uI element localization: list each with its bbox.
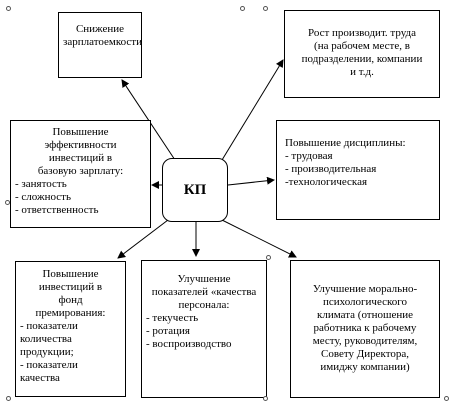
box-line: - показатели: [20, 320, 78, 332]
box-line: - занятость: [15, 178, 67, 190]
box-line: -технологическая: [285, 176, 368, 188]
box-discipline-improvement: Повышение дисциплины: - трудовая - произ…: [276, 120, 440, 220]
box-base-salary-efficiency: Повышение эффективности инвестиций в баз…: [10, 120, 151, 228]
box-line: Улучшение морально-: [312, 283, 418, 295]
selection-handle[interactable]: [263, 6, 268, 11]
box-line: работника к рабочему: [313, 322, 417, 334]
center-label: КП: [183, 181, 207, 198]
box-line: инвестиций в: [38, 281, 103, 293]
box-line: - сложность: [15, 191, 71, 203]
box-line: - производительная: [285, 163, 377, 175]
arrow-to-bottom-right: [221, 219, 297, 258]
box-line: климата (отношение: [317, 309, 413, 321]
arrow-to-mid-right: [227, 176, 275, 186]
box-line: инвестиций в: [48, 152, 113, 164]
box-line: подразделении, компании: [301, 53, 423, 65]
box-salary-intensity: Снижение зарплатоемкости: [58, 12, 142, 78]
selection-handle[interactable]: [6, 396, 11, 401]
box-line: премирования:: [35, 307, 106, 319]
box-line: продукции;: [20, 346, 74, 358]
box-line: имиджу компании): [320, 361, 410, 373]
selection-handle[interactable]: [444, 396, 449, 401]
box-line: количества: [20, 333, 72, 345]
box-line: Повышение: [52, 126, 109, 138]
arrow-to-top-right: [221, 59, 284, 161]
box-line: психологического: [322, 296, 408, 308]
box-bonus-fund-investment: Повышение инвестиций в фонд премирования…: [15, 261, 126, 397]
box-line: Рост производит. труда: [307, 27, 417, 39]
selection-handle[interactable]: [5, 200, 10, 205]
selection-handle[interactable]: [263, 396, 268, 401]
box-line: качества: [20, 372, 60, 384]
box-line: зарплатоемкости: [63, 36, 142, 48]
box-line: Улучшение: [177, 273, 231, 285]
box-line: - воспроизводство: [146, 338, 232, 350]
box-line: базовую зарплату:: [37, 165, 124, 177]
center-node-kp: КП: [162, 158, 228, 222]
box-line: фонд: [58, 294, 83, 306]
selection-handle[interactable]: [266, 255, 271, 260]
selection-handle[interactable]: [240, 6, 245, 11]
box-line: Совету Директора,: [320, 348, 410, 360]
box-line: - ответственность: [15, 204, 99, 216]
box-line: Снижение: [75, 23, 125, 35]
box-line: персонала:: [178, 299, 230, 311]
box-line: - ротация: [146, 325, 190, 337]
box-personnel-quality: Улучшение показателей «качества персонал…: [141, 260, 267, 398]
box-line: Повышение: [42, 268, 99, 280]
selection-handle[interactable]: [6, 6, 11, 11]
box-line: - текучесть: [146, 312, 199, 324]
box-productivity-growth: Рост производит. труда (на рабочем месте…: [284, 10, 440, 98]
box-line: - трудовая: [285, 150, 333, 162]
box-line: Повышение дисциплины:: [285, 137, 406, 149]
box-moral-climate: Улучшение морально- психологического кли…: [290, 260, 440, 398]
box-line: и т.д.: [350, 66, 374, 78]
arrow-to-bottom-left: [117, 219, 169, 259]
box-line: показателей «качества: [151, 286, 257, 298]
box-line: эффективности: [44, 139, 117, 151]
box-line: месту, руководителям,: [312, 335, 418, 347]
box-line: - показатели: [20, 359, 78, 371]
box-line: (на рабочем месте, в: [314, 40, 410, 52]
